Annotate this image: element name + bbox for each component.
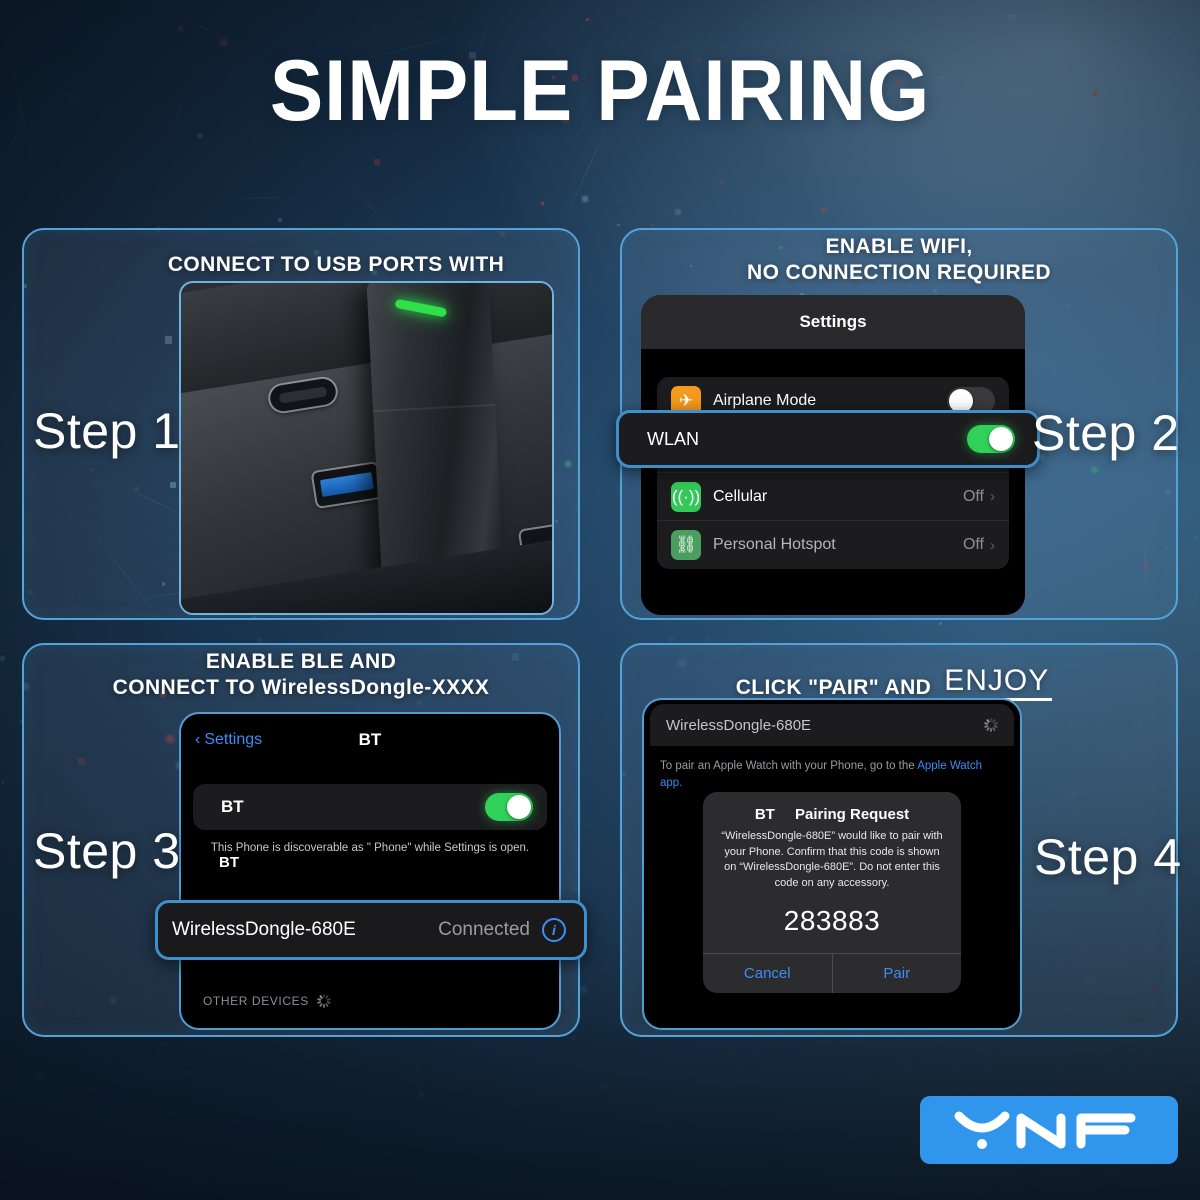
settings-spacer [641, 349, 1025, 377]
loading-spinner-icon [984, 718, 998, 732]
back-button-label: Settings [204, 731, 263, 748]
bt-toggle-label: BT [221, 797, 244, 816]
bt-nav-bar: ‹ Settings BT [181, 714, 559, 766]
step-4-label: Step 4 [1034, 829, 1182, 885]
cellular-icon: ((·)) [671, 481, 701, 512]
settings-nav-title: Settings [641, 295, 1025, 349]
paired-device-name: WirelessDongle-680E [666, 716, 812, 734]
pairing-code: 283883 [783, 905, 881, 936]
connected-device-name: WirelessDongle-680E [172, 919, 356, 940]
chevron-right-icon: › [990, 536, 995, 554]
apple-watch-note: To pair an Apple Watch with your Phone, … [644, 746, 1020, 792]
bt-toggle[interactable] [485, 793, 533, 821]
bt-discoverable-hint: This Phone is discoverable as " Phone" w… [201, 840, 539, 871]
back-button[interactable]: ‹ Settings [195, 731, 262, 749]
step-2-label: Step 2 [1032, 405, 1180, 461]
connected-device-status: Connected [438, 919, 530, 940]
loading-spinner-icon [316, 994, 331, 1008]
dongle-seam [373, 403, 495, 413]
step-4-heading: CLICK "PAIR" AND ENJOY [622, 666, 1176, 701]
brand-logo [920, 1096, 1178, 1164]
paired-device-row[interactable]: WirelessDongle-680E [650, 704, 1014, 746]
settings-row-value: Off [962, 536, 984, 553]
settings-list: ✈ Airplane Mode ᚼ Bluetooth Off › ((·)) … [657, 377, 1009, 569]
settings-row-cellular[interactable]: ((·)) Cellular Off › [657, 473, 1009, 521]
step-2-heading-line-2: NO CONNECTION REQUIRED [747, 261, 1051, 284]
other-devices-label: OTHER DEVICES [203, 994, 309, 1008]
step-4-heading-emphasis: ENJOY [941, 666, 1053, 701]
step-3-phone-screen: ‹ Settings BT BT This Phone is discovera… [179, 712, 561, 1030]
pairing-request-dialog: BT Pairing Request “WirelessDongle-680E”… [703, 792, 961, 993]
wlan-row-callout[interactable]: WLAN [616, 410, 1040, 468]
step-3-heading: ENABLE BLE AND CONNECT TO WirelessDongle… [24, 649, 578, 701]
step-3-label: Step 3 [33, 823, 181, 879]
led-indicator-icon [394, 298, 447, 318]
chevron-right-icon: › [990, 488, 995, 505]
page-title: SIMPLE PAIRING [269, 43, 931, 139]
apple-watch-note-text: To pair an Apple Watch with your Phone, … [660, 760, 915, 772]
other-devices-section: OTHER DEVICES [203, 994, 331, 1008]
wlan-toggle[interactable] [967, 425, 1015, 453]
hotspot-icon: ⛓ [671, 530, 701, 560]
settings-row-label: Airplane Mode [713, 391, 817, 409]
bt-toggle-row[interactable]: BT [193, 784, 547, 830]
step-2-heading: ENABLE WIFI, NO CONNECTION REQUIRED [622, 234, 1176, 286]
wireless-dongle-icon [366, 283, 504, 598]
step-4-heading-prefix: CLICK "PAIR" AND [735, 676, 932, 699]
step-1-label: Step 1 [33, 403, 181, 459]
settings-row-value: Off [962, 487, 984, 505]
info-circle-icon[interactable]: i [542, 918, 566, 942]
step-1-photo [179, 281, 554, 615]
ynf-logo-icon [954, 1111, 1136, 1149]
settings-row-label: Cellular [713, 487, 768, 505]
step-2-heading-line-1: ENABLE WIFI, [825, 235, 973, 258]
chevron-left-icon: ‹ [195, 731, 201, 748]
pairing-dialog-title: BT Pairing Request [703, 792, 961, 823]
settings-row-personal-hotspot[interactable]: ⛓ Personal Hotspot Off › [657, 521, 1009, 569]
step-3-heading-line-2: CONNECT TO WirelessDongle-XXXX [112, 676, 490, 699]
pairing-dialog-title-main: Pairing Request [794, 806, 910, 823]
cancel-button[interactable]: Cancel [703, 954, 833, 993]
pair-button[interactable]: Pair [883, 965, 911, 982]
pairing-dialog-title-bt: BT [754, 806, 775, 823]
bt-discoverable-hint-text: This Phone is discoverable as " Phone" w… [210, 842, 530, 854]
apple-watch-app-link[interactable]: Apple Watch app. [660, 760, 982, 789]
step-4-phone-screen: WirelessDongle-680E To pair an Apple Wat… [642, 698, 1022, 1030]
airplane-mode-toggle[interactable] [947, 386, 995, 415]
wlan-label: WLAN [647, 428, 700, 449]
connected-device-callout[interactable]: WirelessDongle-680E Connected i [155, 900, 587, 960]
step-1-heading: CONNECT TO USB PORTS WITH [167, 253, 505, 276]
step-3-heading-line-1: ENABLE BLE AND [205, 650, 397, 673]
pairing-dialog-buttons: Cancel Pair [703, 953, 961, 993]
settings-row-label: Personal Hotspot [713, 536, 836, 553]
bt-hint-overlay-label: BT [219, 854, 239, 871]
pairing-dialog-body: “WirelessDongle-680E” would like to pair… [721, 830, 943, 889]
